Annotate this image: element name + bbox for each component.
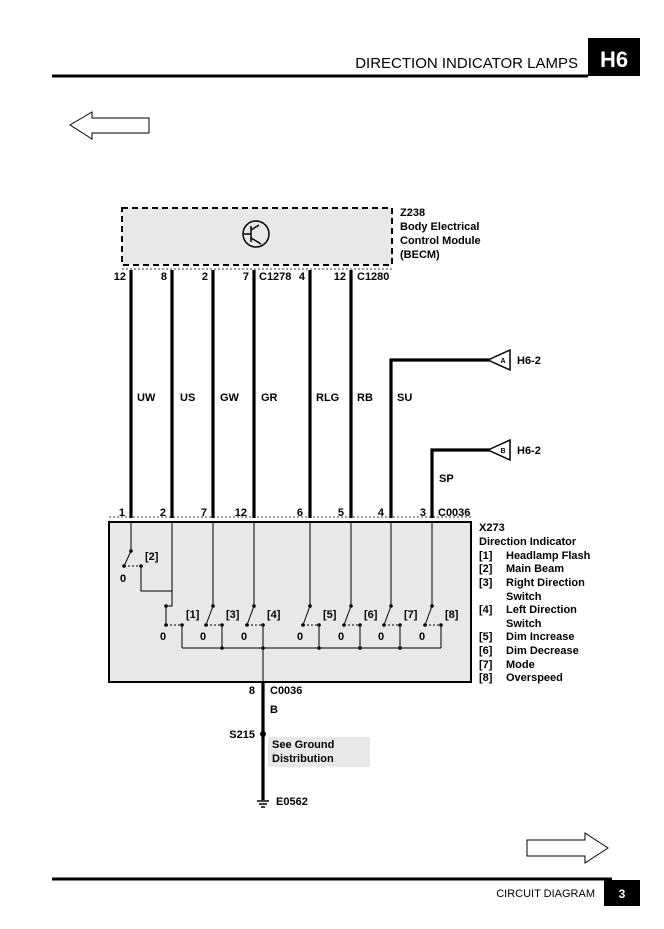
legend-text-7: Mode bbox=[506, 659, 535, 671]
transistor-icon bbox=[242, 220, 270, 248]
becm-module bbox=[121, 207, 393, 266]
legend-num-4: [4] bbox=[479, 604, 493, 616]
legend-text-3b: Switch bbox=[506, 591, 542, 603]
splice-id: S215 bbox=[229, 729, 255, 741]
page-number-bg bbox=[604, 880, 640, 906]
wire-label-gw: GW bbox=[220, 392, 240, 404]
switch-label-dim-increase: [5] bbox=[323, 609, 337, 621]
becm-pin-gw: 2 bbox=[202, 271, 208, 283]
switch-module-name: Direction Indicator bbox=[479, 536, 577, 548]
legend-text-5: Dim Increase bbox=[506, 631, 574, 643]
switch-connector-id: C0036 bbox=[438, 507, 470, 519]
becm-pin-us: 8 bbox=[161, 271, 167, 283]
switch-zero-dim-decrease: 0 bbox=[338, 631, 344, 643]
ground-note-box bbox=[268, 737, 370, 767]
legend-text-1: Headlamp Flash bbox=[506, 550, 591, 562]
becm-pin-uw: 12 bbox=[114, 271, 126, 283]
becm-pin-gr: 7 bbox=[243, 271, 249, 283]
ground-note-line1[interactable]: See Ground bbox=[272, 739, 334, 751]
section-badge-bg bbox=[588, 38, 640, 76]
legend-num-1: [1] bbox=[479, 550, 493, 562]
switch-zero-mode: 0 bbox=[378, 631, 384, 643]
ref-a-letter: A bbox=[500, 358, 505, 365]
legend-num-7: [7] bbox=[479, 659, 493, 671]
wire-label-b: B bbox=[270, 704, 278, 716]
legend-num-3: [3] bbox=[479, 577, 493, 589]
legend-num-8: [8] bbox=[479, 672, 493, 684]
becm-id: Z238 bbox=[400, 207, 425, 219]
ground-connector: C0036 bbox=[270, 685, 302, 697]
becm-pin-rlg: 4 bbox=[299, 271, 306, 283]
switch-pin-6: 6 bbox=[297, 507, 303, 519]
footer-label: CIRCUIT DIAGRAM bbox=[496, 888, 595, 900]
switch-pin-5: 5 bbox=[338, 507, 344, 519]
switch-pin-4: 4 bbox=[378, 507, 385, 519]
switch-label-main-beam: [2] bbox=[145, 551, 159, 563]
switch-label-left-direction: [4] bbox=[267, 609, 281, 621]
switch-zero-left-direction: 0 bbox=[241, 631, 247, 643]
switch-label-right-direction: [3] bbox=[226, 609, 240, 621]
wire-label-us: US bbox=[180, 392, 195, 404]
ref-b-arrow-icon[interactable] bbox=[486, 438, 511, 462]
switch-pin-7: 7 bbox=[201, 507, 207, 519]
ground-point-id: E0562 bbox=[276, 796, 308, 808]
switch-label-overspeed: [8] bbox=[445, 609, 459, 621]
becm-connector-a: C1278 bbox=[259, 271, 291, 283]
ref-b-label[interactable]: H6-2 bbox=[517, 445, 541, 457]
becm-name-line1: Body Electrical bbox=[400, 221, 479, 233]
ref-a-arrow-icon[interactable] bbox=[486, 348, 511, 372]
switch-pin-3: 3 bbox=[420, 507, 426, 519]
becm-name-line3: (BECM) bbox=[400, 249, 440, 261]
becm-connector-b: C1280 bbox=[357, 271, 389, 283]
switch-legend: [1] Headlamp Flash [2] Main Beam [3] Rig… bbox=[479, 550, 591, 684]
previous-page-arrow-icon[interactable] bbox=[69, 111, 150, 140]
legend-num-5: [5] bbox=[479, 631, 493, 643]
switch-zero-main-beam: 0 bbox=[120, 573, 126, 585]
legend-num-6: [6] bbox=[479, 645, 493, 657]
legend-text-4: Left Direction bbox=[506, 604, 577, 616]
becm-name-line2: Control Module bbox=[400, 235, 481, 247]
wire-label-sp: SP bbox=[439, 473, 454, 485]
wire-label-rlg: RLG bbox=[316, 392, 339, 404]
switch-internal-wiring bbox=[122, 522, 443, 682]
next-page-arrow-icon[interactable] bbox=[526, 832, 609, 864]
page-number: 3 bbox=[619, 887, 626, 901]
switch-label-mode: [7] bbox=[404, 609, 418, 621]
ground-note-line2[interactable]: Distribution bbox=[272, 753, 334, 765]
wire-sp bbox=[430, 448, 490, 518]
legend-text-8: Overspeed bbox=[506, 672, 563, 684]
switch-zero-right-direction: 0 bbox=[200, 631, 206, 643]
legend-text-2: Main Beam bbox=[506, 563, 564, 575]
ref-a-label[interactable]: H6-2 bbox=[517, 355, 541, 367]
wire-label-uw: UW bbox=[137, 392, 156, 404]
wire-label-su: SU bbox=[397, 392, 412, 404]
section-badge: H6 bbox=[600, 47, 628, 72]
ground-pin: 8 bbox=[249, 685, 255, 697]
page-title: DIRECTION INDICATOR LAMPS bbox=[355, 55, 578, 72]
splice-dot bbox=[260, 731, 266, 737]
direction-indicator-module bbox=[108, 521, 472, 683]
switch-module-id: X273 bbox=[479, 522, 505, 534]
legend-text-6: Dim Decrease bbox=[506, 645, 579, 657]
wire-su bbox=[389, 358, 490, 518]
becm-pin-rb: 12 bbox=[334, 271, 346, 283]
legend-text-4b: Switch bbox=[506, 618, 542, 630]
wire-label-rb: RB bbox=[357, 392, 373, 404]
switch-pin-2: 2 bbox=[160, 507, 166, 519]
wire-label-gr: GR bbox=[261, 392, 278, 404]
legend-text-3: Right Direction bbox=[506, 577, 585, 589]
ground-symbol-icon bbox=[257, 800, 269, 808]
switch-pin-12: 12 bbox=[235, 507, 247, 519]
ref-b-letter: B bbox=[500, 448, 505, 455]
switch-zero-dim-increase: 0 bbox=[297, 631, 303, 643]
switch-label-headlamp-flash: [1] bbox=[186, 609, 200, 621]
switch-pin-1: 1 bbox=[119, 507, 125, 519]
switch-label-dim-decrease: [6] bbox=[364, 609, 378, 621]
switch-zero-overspeed: 0 bbox=[419, 631, 425, 643]
switch-zero-headlamp-flash: 0 bbox=[160, 631, 166, 643]
legend-num-2: [2] bbox=[479, 563, 493, 575]
